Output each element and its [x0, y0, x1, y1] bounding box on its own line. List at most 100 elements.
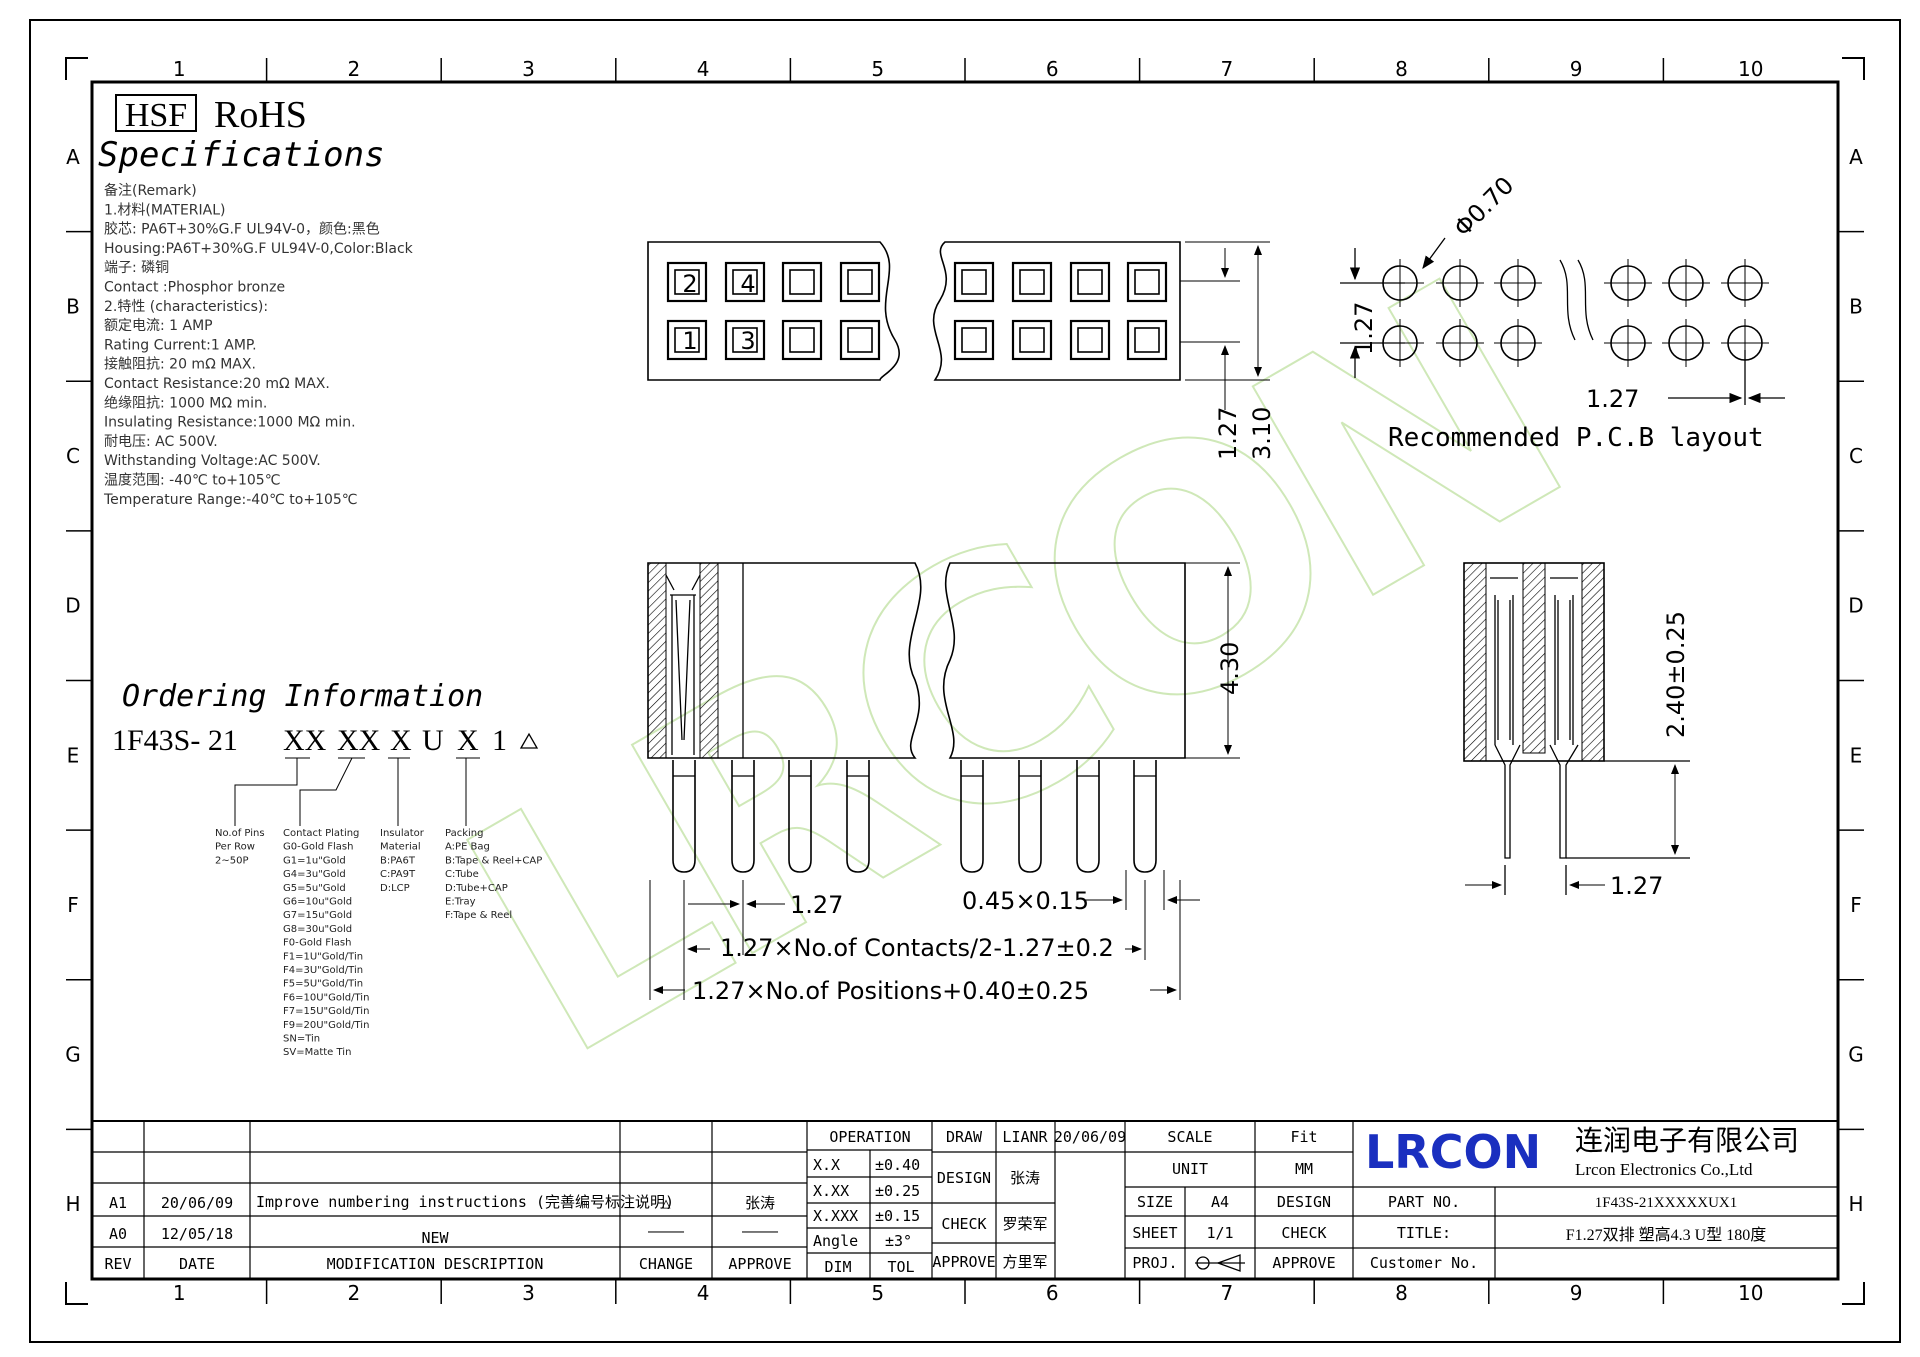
rev-a1-date: 20/06/09 [161, 1194, 233, 1212]
spec-line: Rating Current:1 AMP. [104, 337, 257, 353]
zone-col-label: 10 [1738, 1281, 1763, 1305]
spec-line: 耐电压: AC 500V. [104, 434, 218, 450]
outer-border [29, 19, 1901, 1343]
legend-line: B:PA6T [380, 855, 416, 866]
zone-col-label: 7 [1221, 1281, 1234, 1305]
legend-line: E:Tray [445, 897, 476, 908]
zone-col-label: 9 [1570, 1281, 1583, 1305]
legend-line: Insulator [380, 828, 425, 839]
zone-col-label: 3 [522, 1281, 535, 1305]
legend-line: C:Tube [445, 869, 479, 880]
contact-cell-inner [961, 269, 987, 295]
contact-cell [666, 319, 708, 361]
zone-row-label: E [1850, 743, 1863, 767]
contact-cell [953, 319, 995, 361]
zone-ticks [66, 58, 1864, 1304]
tol-xxxx-label: X.XXX [813, 1207, 858, 1225]
spec-line: 胶芯: PA6T+30%G.F UL94V-0，颜色:黑色 [104, 221, 380, 238]
legend-line: F:Tape & Reel [445, 910, 512, 921]
zone-row-label: A [1849, 145, 1863, 169]
zone-row-label: H [65, 1192, 80, 1216]
zone-col-label: 9 [1570, 57, 1583, 81]
size-val: A4 [1211, 1193, 1229, 1211]
check-name: 罗荣军 [1002, 1215, 1047, 1233]
dim-front-positions: 1.27×No.of Positions+0.40±0.25 [692, 977, 1089, 1005]
part-no-label: PART NO. [1388, 1193, 1460, 1211]
ordering-code-prefix: 1F43S- 21 [112, 724, 238, 757]
spec-line: Contact :Phosphor bronze [104, 280, 285, 296]
contact-pin [1133, 760, 1157, 873]
legend-line: G6=10u"Gold [283, 897, 352, 908]
zone-col-label: 5 [871, 57, 884, 81]
legend-line: D:LCP [380, 883, 410, 894]
contact-pin [731, 760, 755, 873]
spec-line: 额定电流: 1 AMP [104, 318, 213, 334]
rev-a0-desc: NEW [421, 1229, 449, 1247]
pcb-hole-dim: Φ0.70 [1448, 171, 1519, 242]
zone-row-label: B [1849, 294, 1863, 318]
contact-cell [1126, 319, 1168, 361]
zone-col-label: 8 [1395, 57, 1408, 81]
legend-line: 2~50P [215, 855, 249, 866]
contact-cell [1126, 261, 1168, 303]
front-view [647, 562, 1186, 759]
code-part-packing: X [457, 724, 479, 757]
legend-line: F9=20U"Gold/Tin [283, 1020, 369, 1031]
code-part-pins: XX [283, 724, 327, 757]
title-block-text: A1 20/06/09 Improve numbering instructio… [104, 1125, 1799, 1276]
code-part-u: U [422, 724, 444, 757]
draw-date: 20/06/09 [1054, 1128, 1126, 1146]
contact-cell-inner [674, 327, 700, 353]
rev-a1: A1 [109, 1194, 127, 1212]
rev-a0-change: ———— [648, 1222, 685, 1240]
contact-cell-inner [961, 327, 987, 353]
spec-line: Temperature Range:-40℃ to+105℃ [103, 492, 358, 508]
hsf-label: HSF [125, 97, 187, 134]
pin-label-2: 2 [682, 270, 697, 298]
zone-row-label: B [66, 294, 80, 318]
rev-head: REV [104, 1255, 131, 1273]
tol-xx-val: ±0.40 [875, 1156, 920, 1174]
legend-line: F1=1U"Gold/Tin [283, 951, 363, 962]
contact-pin [960, 760, 984, 873]
tol-angle-val: ±3° [885, 1232, 912, 1250]
company-name-cn: 连润电子有限公司 [1575, 1125, 1799, 1157]
zone-row-label: F [1850, 893, 1862, 917]
design2-label: DESIGN [1277, 1193, 1331, 1211]
legend-line: C:PA9T [380, 869, 416, 880]
design-label: DESIGN [937, 1169, 991, 1187]
top-view [647, 241, 1181, 381]
draw-label: DRAW [946, 1128, 983, 1146]
zone-col-label: 6 [1046, 1281, 1059, 1305]
contact-cell [1011, 319, 1053, 361]
legend-line: SN=Tin [283, 1034, 320, 1045]
side-view [1463, 562, 1690, 895]
title-block [92, 1120, 1838, 1279]
ordering-title: Ordering Information [122, 679, 483, 714]
top-view-cells [666, 261, 1168, 361]
dim-top-127: 1.27 [1214, 407, 1242, 460]
tol-angle-label: Angle [813, 1232, 858, 1250]
spec-list: 备注(Remark)1.材料(MATERIAL)胶芯: PA6T+30%G.F … [103, 182, 414, 508]
rev-a0-approve: ———— [742, 1222, 779, 1240]
legend-line: F7=15U"Gold/Tin [283, 1006, 369, 1017]
contact-cell-inner [1077, 269, 1103, 295]
spec-line: 温度范围: -40℃ to+105℃ [104, 472, 280, 489]
contact-cell-inner [732, 269, 758, 295]
zone-col-label: 7 [1221, 57, 1234, 81]
contact-cell-inner [732, 327, 758, 353]
legend-line: F0-Gold Flash [283, 938, 351, 949]
contact-pin [1018, 760, 1042, 873]
zone-col-label: 2 [348, 1281, 361, 1305]
zone-row-label: G [65, 1043, 81, 1067]
zone-row-label: F [67, 893, 79, 917]
zone-col-label: 1 [173, 57, 186, 81]
legend-line: Material [380, 842, 421, 853]
contact-cell-inner [847, 327, 873, 353]
approve2-label: APPROVE [1272, 1254, 1335, 1272]
title-label: TITLE: [1397, 1224, 1451, 1242]
legend-line: G7=15u"Gold [283, 910, 352, 921]
